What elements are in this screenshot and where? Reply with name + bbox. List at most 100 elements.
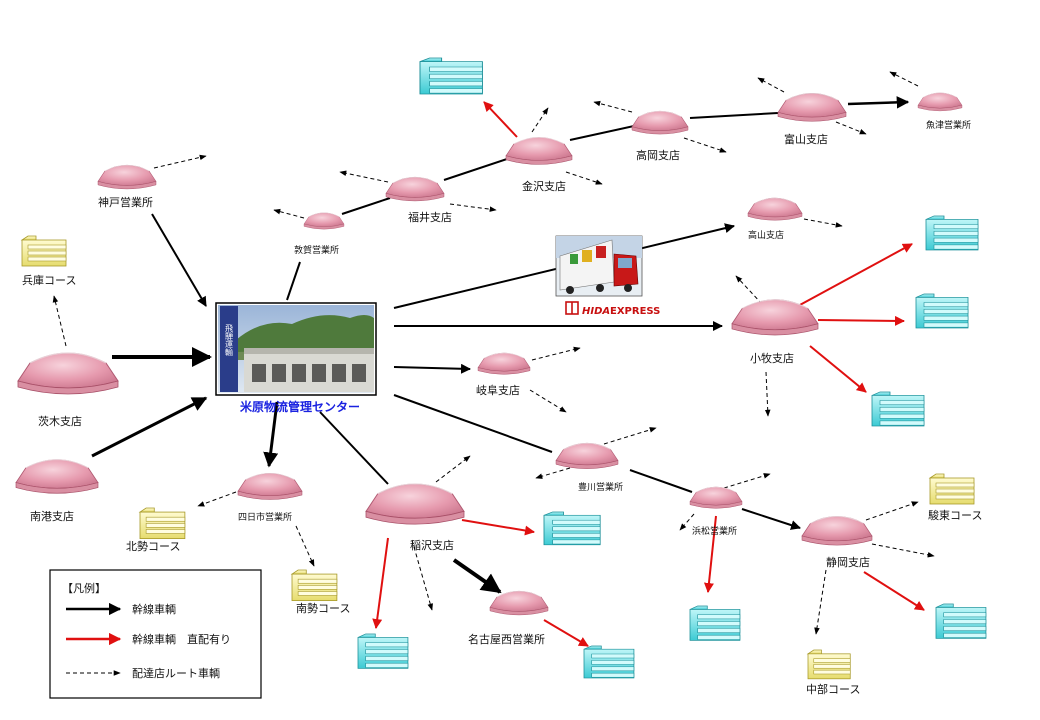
customer-icon-inazawa-2 [357,633,409,669]
customer-icon-kanazawa [419,57,483,95]
route-takayama-1 [803,218,843,228]
course-icon-hokusei [139,507,186,540]
label-course-sunto: 駿東コース [928,508,982,522]
route-shizuoka-chubu [814,569,827,635]
legend-label-trunk: 幹線車輌 [132,602,176,616]
route-hamamatsu-2 [679,513,695,531]
route-kanazawa-2 [565,171,603,185]
building-nanko [15,459,99,494]
link-tsuruga-fukui [341,197,391,215]
route-toyokawa-2 [535,467,571,479]
route-tsuruga-1 [273,208,305,219]
label-course-hyogo: 兵庫コース [22,273,76,287]
customer-icon-shizuoka [935,603,987,639]
route-toyokawa-1 [603,427,657,445]
logo-text: EXPRESS [610,306,660,317]
link-center-tsuruga [286,261,301,301]
building-toyokawa [555,442,619,470]
building-fukui [385,176,445,202]
link-center-inazawa [319,411,389,485]
building-tsuruga [303,212,345,230]
link-hamamatsu-customer [703,515,717,593]
label-fukui: 福井支店 [408,210,452,224]
route-yokkaichi-hokusei [197,491,237,507]
route-shizuoka-2 [871,543,935,558]
label-uozu: 魚津営業所 [926,119,971,131]
link-inazawa-nagoyanishi [452,558,502,594]
building-takaoka [631,110,689,135]
link-komaki-customer3 [809,345,867,393]
link-center-yokkaichi [263,401,279,468]
hida-express-logo: HIDA EXPRESS [565,301,660,317]
route-takaoka-2 [683,137,727,153]
legend: 【凡例】 幹線車輌 幹線車輌 直配有り 配達店ルート車輌 [49,569,262,699]
link-nanko-center [91,396,208,458]
route-uozu-1 [889,71,919,87]
customer-icon-inazawa-1 [543,511,601,546]
label-nanko: 南港支店 [30,509,74,523]
center-facility-photo: 飛騨運輸 [215,302,377,396]
label-gifu: 岐阜支店 [476,383,520,397]
label-tsuruga: 敦賀営業所 [294,244,339,256]
course-icon-chubu [807,649,851,680]
center-label: 米原物流管理センター [240,399,360,414]
building-kobe [97,164,157,190]
route-gifu-2 [529,389,567,413]
route-fukui-2 [449,203,497,212]
building-nagoyanishi [489,590,549,616]
link-komaki-customer2 [817,315,905,326]
label-ibaraki: 茨木支店 [38,414,82,428]
label-shizuoka: 静岡支店 [826,555,870,569]
label-toyokawa: 豊川営業所 [578,481,623,493]
logo-prefix: HIDA [582,306,610,317]
link-kanazawa-customer [483,101,518,138]
route-komaki-2 [764,371,771,417]
route-kobe-1 [153,154,207,169]
link-takaoka-toyama [689,112,779,119]
route-toyama-1 [757,77,785,93]
course-icon-sunto [929,473,975,505]
building-kanazawa [505,136,573,165]
course-icon-hyogo [21,235,67,267]
legend-label-route: 配達店ルート車輌 [132,666,220,680]
legend-label-direct: 幹線車輌 直配有り [132,632,231,646]
route-gifu-1 [531,346,581,361]
label-inazawa: 稲沢支店 [410,538,454,552]
customer-icon-komaki-2 [915,293,969,329]
label-yokkaichi: 四日市営業所 [238,511,292,523]
label-kobe: 神戸営業所 [98,195,153,209]
link-kanazawa-takaoka [569,125,635,141]
route-yokkaichi-nansei [295,525,315,567]
label-toyama: 富山支店 [784,132,828,146]
legend-title: 【凡例】 [62,581,106,595]
building-gifu [477,352,531,375]
route-fukui-1 [339,170,389,183]
route-shizuoka-sunto [865,501,919,521]
link-hamamatsu-shizuoka [741,508,801,530]
building-inazawa [365,483,465,525]
label-hamamatsu: 浜松営業所 [692,525,737,537]
link-inazawa-customer2 [372,537,389,629]
route-inazawa-2 [411,539,433,611]
hida-express-truck-photo [555,235,643,297]
building-shizuoka [801,515,873,546]
link-kobe-center [151,213,207,307]
building-ibaraki [17,352,119,395]
customer-icon-hamamatsu [689,605,741,641]
link-komaki-customer1 [797,243,913,307]
center-sign: 飛騨運輸 [225,324,234,357]
route-hamamatsu-1 [723,473,771,489]
building-yokkaichi [237,472,303,500]
route-toyama-2 [835,121,867,135]
building-toyama [777,92,847,122]
link-center-toyokawa [393,394,553,453]
label-takayama: 高山支店 [748,229,784,241]
link-fukui-kanazawa [443,157,511,181]
route-kanazawa-1 [531,107,549,133]
building-uozu [917,92,963,112]
label-kanazawa: 金沢支店 [522,179,566,193]
link-shizuoka-customer [863,571,925,611]
label-komaki: 小牧支店 [750,351,794,365]
label-course-hokusei: 北勢コース [126,539,180,553]
label-course-chubu: 中部コース [806,682,860,696]
